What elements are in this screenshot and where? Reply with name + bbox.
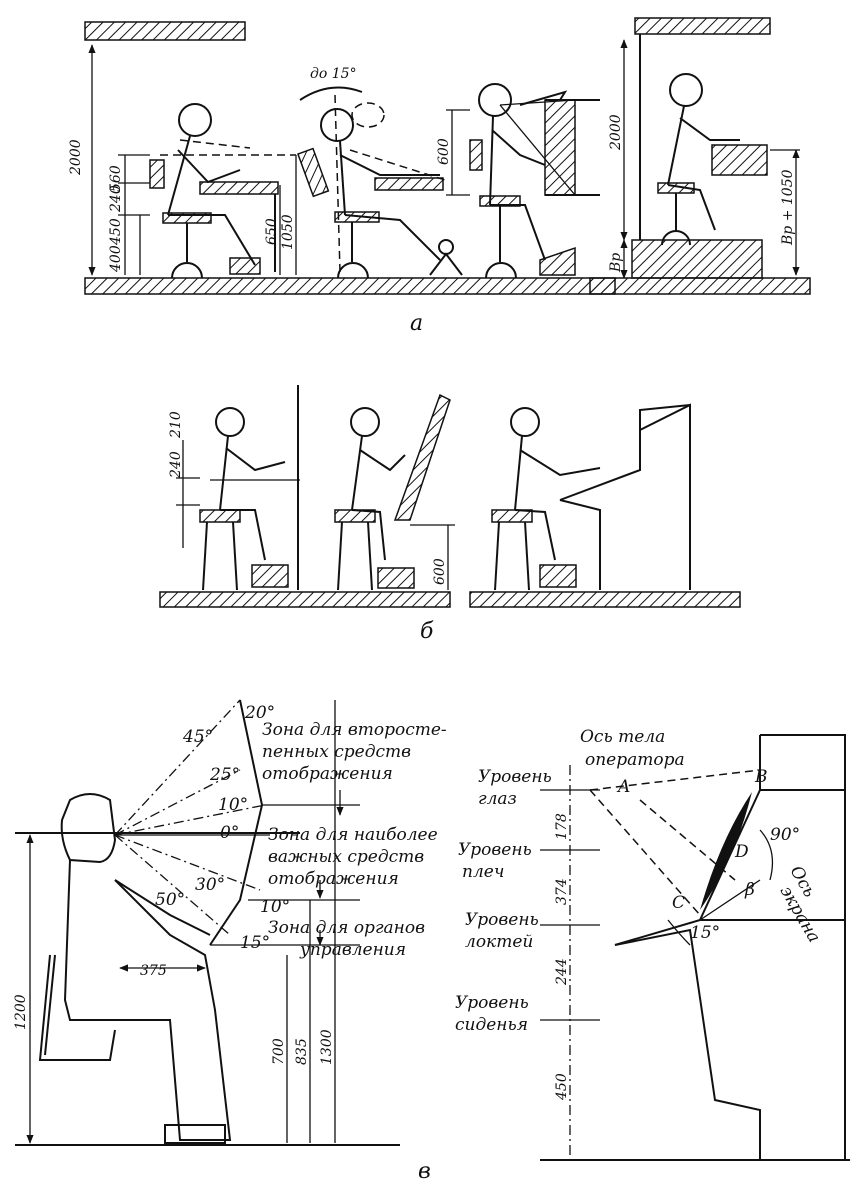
zone-controls-1: Зона для органов xyxy=(268,918,425,938)
angle-10-down: 10° xyxy=(260,897,290,917)
dim-v-375: 375 xyxy=(140,963,167,979)
figure-b3 xyxy=(491,403,691,591)
angle-15: 15° xyxy=(240,933,270,953)
point-a: A xyxy=(616,777,630,797)
panel-b: 240 210 600 б xyxy=(159,385,741,644)
level-shoulders-2: плеч xyxy=(462,862,504,882)
level-seat-2: сиденья xyxy=(455,1015,528,1035)
angle-25: 25° xyxy=(209,765,240,785)
angle-10-up: 10° xyxy=(218,795,248,815)
dim-a-600: 600 xyxy=(436,138,452,165)
dim-b-240: 240 xyxy=(168,451,184,479)
figure-a1 xyxy=(149,103,296,279)
dim-a-650: 650 xyxy=(264,218,280,245)
caption-a: а xyxy=(410,311,423,336)
zone-secondary-1: Зона для второсте- xyxy=(262,720,447,740)
floor-b-right xyxy=(469,591,741,608)
dim-a-vr-1050: Вр + 1050 xyxy=(780,169,796,246)
dim-b-600: 600 xyxy=(432,558,448,585)
level-elbows-1: Уровень xyxy=(465,910,539,930)
angle-20: 20° xyxy=(244,703,275,723)
ceiling-left xyxy=(84,21,246,41)
angle-0: 0° xyxy=(220,823,239,843)
figure-a3 xyxy=(446,83,600,279)
floor-a-left xyxy=(84,277,616,295)
angle-45: 45° xyxy=(182,727,213,747)
dim-a-vr: Вр xyxy=(608,253,624,273)
dim-a-2000-right: 2000 xyxy=(608,114,624,151)
level-shoulders-1: Уровень xyxy=(458,840,532,860)
zone-important-1: Зона для наиболее xyxy=(268,825,438,845)
angle-50: 50° xyxy=(155,890,185,910)
angle-90: 90° xyxy=(770,825,800,845)
axis-label-1: Ось тела xyxy=(580,727,665,747)
dim-v-178: 178 xyxy=(554,813,570,840)
dim-a-400: 400 xyxy=(108,245,124,273)
dim-v-700: 700 xyxy=(271,1038,287,1065)
point-c: C xyxy=(672,893,685,913)
point-d: D xyxy=(734,842,749,862)
dim-v-450: 450 xyxy=(554,1073,570,1101)
dim-a-1050: 1050 xyxy=(280,214,296,250)
zone-secondary-2: пенных средств xyxy=(262,742,411,762)
figure-b1 xyxy=(199,385,300,591)
dim-a-240: 240 xyxy=(108,185,124,213)
caption-b: б xyxy=(420,619,434,644)
dim-v-244: 244 xyxy=(554,958,570,986)
level-elbows-2: локтей xyxy=(465,932,533,952)
dim-a-2000-left: 2000 xyxy=(68,139,84,176)
level-eyes-2: глаз xyxy=(478,789,517,809)
angle-beta: β xyxy=(744,880,755,900)
ceiling-right xyxy=(634,17,771,35)
dim-v-1300: 1300 xyxy=(319,1029,335,1065)
dim-v-374: 374 xyxy=(554,878,570,905)
level-seat-1: Уровень xyxy=(455,993,529,1013)
zone-important-2: важных средств xyxy=(268,847,424,867)
figure-a4 xyxy=(620,34,800,279)
dim-a-560: 560 xyxy=(108,165,124,192)
dim-v-835: 835 xyxy=(294,1038,310,1065)
floor-a-right xyxy=(589,277,811,295)
level-eyes-1: Уровень xyxy=(478,767,552,787)
panel-v-left: 20° 45° 25° 10° 0° 30° 50° 10° 15° Зона … xyxy=(13,699,447,1146)
dim-v-1200: 1200 xyxy=(13,994,29,1030)
zone-controls-2: управления xyxy=(299,940,406,960)
figure-a2 xyxy=(296,86,463,279)
angle-a-15: до 15° xyxy=(310,66,357,82)
dim-b-210: 210 xyxy=(168,411,184,439)
panel-v-right: Ось тела оператора Уровень глаз Уровень … xyxy=(455,727,850,1161)
panel-a: 2000 560 240 450 400 650 1050 600 2000 В… xyxy=(68,17,811,336)
point-b: B xyxy=(754,767,768,787)
floor-b-left xyxy=(159,591,451,608)
axis-label-2: оператора xyxy=(585,750,685,770)
dim-a-450: 450 xyxy=(108,218,124,246)
angle-30: 30° xyxy=(195,875,225,895)
zone-secondary-3: отображения xyxy=(262,764,393,784)
figure-b2 xyxy=(334,393,455,591)
angle-15-right: 15° xyxy=(690,923,720,943)
zone-important-3: отображения xyxy=(268,869,399,889)
caption-v: в xyxy=(418,1159,431,1184)
